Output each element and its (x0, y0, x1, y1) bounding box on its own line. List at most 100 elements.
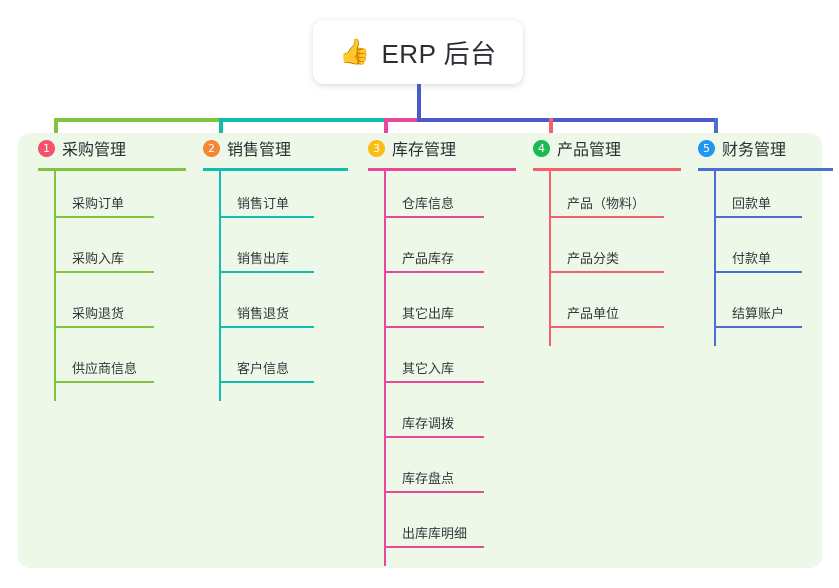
branch-leaf-rule (54, 271, 154, 273)
branch-spine (384, 171, 386, 566)
branch-leaf-rule (549, 271, 664, 273)
branch-heading[interactable]: 5 财务管理 (698, 133, 786, 163)
branch-title: 采购管理 (62, 142, 127, 159)
branch-number-badge: 4 (533, 139, 550, 157)
branch-leaf-label: 销售订单 (237, 196, 290, 211)
branch-leaf-rule (384, 271, 484, 273)
thumbs-up-icon: 👍 (339, 37, 371, 66)
branch-leaf-label: 销售出库 (237, 251, 290, 266)
branch-column: 5 财务管理回款单付款单结算账户 (698, 133, 833, 346)
branch-column: 3 库存管理仓库信息产品库存其它出库其它入库库存调拨库存盘点出库库明细 (368, 133, 516, 566)
branch-spine (54, 171, 56, 401)
branch-leaf-item[interactable]: 产品库存 (384, 236, 484, 273)
root-node-title: ERP 后台 (381, 38, 497, 69)
branch-leaf-label: 采购订单 (72, 196, 125, 211)
branch-spine (549, 171, 551, 346)
branch-leaf-item[interactable]: 采购订单 (54, 181, 154, 218)
branch-leaf-rule (384, 326, 484, 328)
branch-leaf-label: 出库库明细 (402, 526, 468, 541)
root-stem-line (417, 84, 421, 122)
branch-leaf-label: 产品库存 (402, 251, 455, 266)
branch-leaf-item[interactable]: 供应商信息 (54, 346, 154, 383)
branch-heading-rule (368, 168, 516, 171)
branch-number-badge: 3 (368, 139, 385, 157)
branch-leaf-rule (384, 436, 484, 438)
root-node-content: 👍 ERP 后台 (339, 34, 496, 71)
branch-leaf-item[interactable]: 产品（物料） (549, 181, 664, 218)
branch-leaf-item[interactable]: 采购退货 (54, 291, 154, 328)
branch-leaf-item[interactable]: 出库库明细 (384, 511, 484, 548)
branch-leaf-label: 付款单 (732, 251, 772, 266)
branch-leaf-label: 产品分类 (567, 251, 620, 266)
branch-heading-rule (203, 168, 348, 171)
branch-title: 财务管理 (722, 142, 787, 159)
branch-column: 1 采购管理采购订单采购入库采购退货供应商信息 (38, 133, 186, 401)
branch-leaf-rule (549, 326, 664, 328)
branch-leaf-item[interactable]: 仓库信息 (384, 181, 484, 218)
branch-leaf-rule (219, 271, 314, 273)
branch-leaf-item[interactable]: 回款单 (714, 181, 802, 218)
branch-leaf-item[interactable]: 产品单位 (549, 291, 664, 328)
branch-number-badge: 5 (698, 139, 715, 157)
branch-number-badge: 2 (203, 139, 220, 157)
branch-leaf-rule (384, 491, 484, 493)
branch-leaf-rule (384, 546, 484, 548)
branch-leaf-item[interactable]: 库存调拨 (384, 401, 484, 438)
branch-leaf-rule (54, 381, 154, 383)
branch-leaf-label: 产品单位 (567, 306, 620, 321)
branch-leaf-item[interactable]: 其它出库 (384, 291, 484, 328)
branch-leaf-rule (219, 381, 314, 383)
branch-leaf-rule (714, 216, 802, 218)
branch-leaf-item[interactable]: 销售出库 (219, 236, 314, 273)
branch-title: 库存管理 (392, 142, 457, 159)
branch-leaf-item[interactable]: 销售订单 (219, 181, 314, 218)
branch-leaf-rule (549, 216, 664, 218)
branch-leaf-item[interactable]: 客户信息 (219, 346, 314, 383)
branch-leaf-label: 客户信息 (237, 361, 290, 376)
branch-leaf-label: 销售退货 (237, 306, 290, 321)
branch-leaf-label: 供应商信息 (72, 361, 138, 376)
branch-leaf-label: 仓库信息 (402, 196, 455, 211)
branch-leaf-item[interactable]: 销售退货 (219, 291, 314, 328)
branch-leaf-label: 其它出库 (402, 306, 455, 321)
root-node-card[interactable]: 👍 ERP 后台 (313, 20, 523, 84)
branch-leaf-rule (714, 326, 802, 328)
branch-leaf-item[interactable]: 其它入库 (384, 346, 484, 383)
branch-leaf-rule (54, 326, 154, 328)
branch-heading-rule (38, 168, 186, 171)
connector-horizontal-segment (54, 118, 223, 122)
branch-leaf-label: 其它入库 (402, 361, 455, 376)
branch-leaf-item[interactable]: 采购入库 (54, 236, 154, 273)
branch-leaf-item[interactable]: 付款单 (714, 236, 802, 273)
branch-leaf-label: 库存调拨 (402, 416, 455, 431)
branch-leaf-rule (54, 216, 154, 218)
branch-leaf-label: 结算账户 (732, 306, 785, 321)
branch-leaf-rule (714, 271, 802, 273)
branch-leaf-rule (384, 381, 484, 383)
branch-leaf-label: 采购入库 (72, 251, 125, 266)
branch-leaf-item[interactable]: 库存盘点 (384, 456, 484, 493)
branch-leaf-item[interactable]: 产品分类 (549, 236, 664, 273)
branch-heading-rule (533, 168, 681, 171)
branch-leaf-item[interactable]: 结算账户 (714, 291, 802, 328)
branch-leaf-label: 采购退货 (72, 306, 125, 321)
branch-leaf-label: 库存盘点 (402, 471, 455, 486)
branch-number-badge: 1 (38, 139, 55, 157)
branch-heading-rule (698, 168, 833, 171)
branch-spine (714, 171, 716, 346)
branch-leaf-rule (384, 216, 484, 218)
branch-heading[interactable]: 1 采购管理 (38, 133, 126, 163)
branch-spine (219, 171, 221, 401)
branch-leaf-rule (219, 326, 314, 328)
branch-heading[interactable]: 3 库存管理 (368, 133, 456, 163)
branch-leaf-label: 产品（物料） (567, 196, 646, 211)
branch-leaf-rule (219, 216, 314, 218)
branch-leaf-label: 回款单 (732, 196, 772, 211)
connector-horizontal-segment (219, 118, 388, 122)
